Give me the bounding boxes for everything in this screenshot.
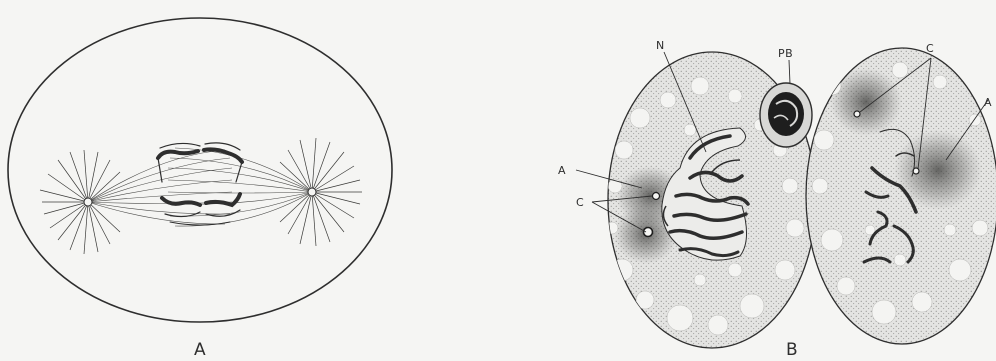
panel-b: N PB A C C A B bbox=[558, 39, 996, 360]
panel-a: A bbox=[8, 18, 392, 360]
chromosomes-lower bbox=[162, 194, 240, 225]
label-pb: PB bbox=[778, 47, 793, 60]
centrosome-shade-right-upper bbox=[830, 68, 902, 136]
label-c-right: C bbox=[926, 42, 934, 55]
centrosome-right bbox=[308, 188, 316, 196]
centrosome-shade-right-lower bbox=[894, 130, 982, 210]
centrosome-upper-dot bbox=[653, 193, 660, 200]
polar-body bbox=[760, 83, 812, 147]
panel-a-caption: A bbox=[194, 340, 206, 360]
centrosome-lower-dot bbox=[644, 228, 653, 237]
cell-outline bbox=[8, 18, 392, 322]
centrosome-left bbox=[84, 198, 92, 206]
aster-left bbox=[40, 150, 120, 254]
leader-pb bbox=[789, 60, 790, 84]
cell-right bbox=[806, 48, 996, 344]
label-a-left: A bbox=[558, 164, 566, 177]
centrosome-right-upper-dot bbox=[854, 111, 860, 117]
label-n: N bbox=[656, 39, 665, 52]
panel-b-caption: B bbox=[786, 340, 798, 360]
aster-right bbox=[280, 138, 362, 246]
label-c-left: C bbox=[576, 196, 584, 209]
label-a-right: A bbox=[984, 96, 992, 109]
spindle-fibers bbox=[88, 148, 312, 226]
